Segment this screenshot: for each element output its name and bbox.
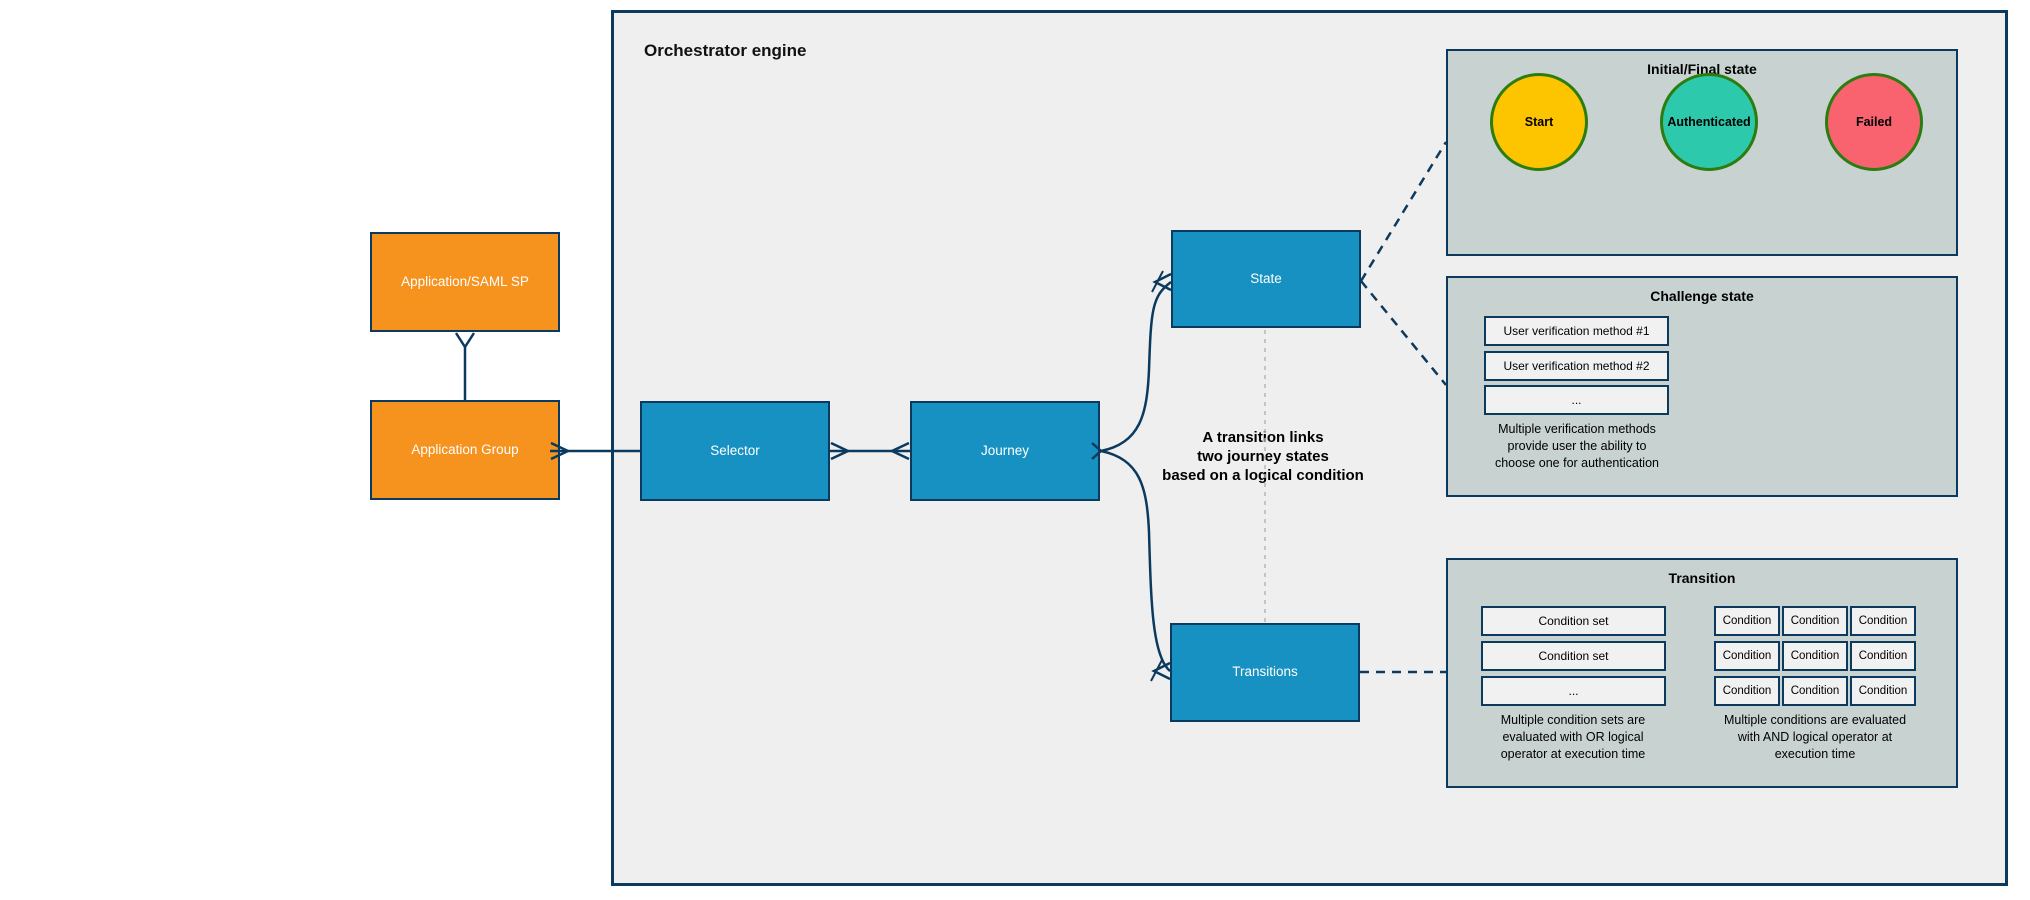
node-label: Application Group <box>411 441 519 457</box>
panel-title: Transition <box>1668 570 1736 586</box>
annotation-line: based on a logical condition <box>1162 467 1364 484</box>
node-label: Journey <box>980 442 1030 458</box>
verification-method-box: User verification method #2 <box>1484 351 1669 381</box>
condition-set-box: Condition set <box>1481 641 1666 671</box>
panel-challenge-state: Challenge state User verification method… <box>1446 276 1958 497</box>
state-circle-authenticated: Authenticated <box>1660 73 1758 171</box>
arrowhead-open-up <box>454 332 476 350</box>
condition-sets-caption: Multiple condition sets are evaluated wi… <box>1500 713 1646 761</box>
node-journey: Journey <box>910 401 1100 501</box>
state-circle-failed: Failed <box>1825 73 1923 171</box>
condition-cell: Condition <box>1714 676 1780 706</box>
transition-annotation: A transition links two journey states ba… <box>1088 428 1438 485</box>
node-selector: Selector <box>640 401 830 501</box>
node-application-saml-sp: Application/SAML SP <box>370 232 560 332</box>
annotation-line: A transition links <box>1202 429 1324 446</box>
panel-transition: Transition Condition set Condition set .… <box>1446 558 1958 788</box>
condition-cell: Condition <box>1714 641 1780 671</box>
node-state: State <box>1171 230 1361 328</box>
condition-cell: Condition <box>1714 606 1780 636</box>
state-circle-start: Start <box>1490 73 1588 171</box>
annotation-line: two journey states <box>1197 448 1329 465</box>
circle-label: Authenticated <box>1667 115 1751 129</box>
condition-cell: Condition <box>1850 606 1916 636</box>
verification-method-box: User verification method #1 <box>1484 316 1669 346</box>
condition-cell: Condition <box>1782 641 1848 671</box>
conditions-caption: Multiple conditions are evaluated with A… <box>1723 713 1907 761</box>
condition-set-box: Condition set <box>1481 606 1666 636</box>
circle-label: Failed <box>1855 115 1893 129</box>
panel-initial-final-state: Initial/Final state Start Authenticated … <box>1446 49 1958 256</box>
node-label: Selector <box>710 442 760 458</box>
condition-cell: Condition <box>1850 641 1916 671</box>
condition-cell: Condition <box>1782 676 1848 706</box>
panel-title: Challenge state <box>1650 288 1754 304</box>
node-transitions: Transitions <box>1170 623 1360 722</box>
challenge-caption: Multiple verification methods provide us… <box>1494 422 1659 470</box>
condition-cell: Condition <box>1850 676 1916 706</box>
node-application-group: Application Group <box>370 400 560 500</box>
node-label: Application/SAML SP <box>401 273 529 289</box>
condition-set-box: ... <box>1481 676 1666 706</box>
panel-title: Initial/Final state <box>1647 61 1757 77</box>
condition-cell: Condition <box>1782 606 1848 636</box>
circle-label: Start <box>1524 115 1554 129</box>
verification-method-box: ... <box>1484 385 1669 415</box>
node-label: Transitions <box>1232 664 1298 680</box>
orchestrator-engine-title: Orchestrator engine <box>644 41 807 60</box>
node-label: State <box>1250 270 1282 286</box>
